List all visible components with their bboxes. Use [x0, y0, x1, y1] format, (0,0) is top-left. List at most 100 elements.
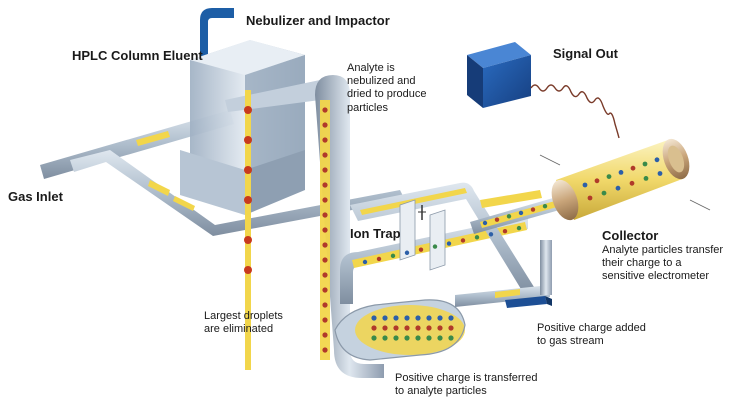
particle	[404, 250, 410, 255]
particle	[657, 171, 663, 176]
label-hplc: HPLC Column Eluent	[72, 48, 203, 63]
particle	[516, 225, 522, 231]
charged-particle	[404, 315, 410, 321]
charged-particle	[404, 335, 410, 341]
charged-particle	[382, 325, 388, 331]
signal-wire	[530, 84, 620, 139]
particle	[643, 176, 649, 181]
particle	[494, 217, 500, 222]
label-signal-out: Signal Out	[553, 46, 618, 61]
particle	[587, 195, 593, 201]
particle	[322, 287, 328, 293]
charged-particle	[371, 315, 377, 321]
label-positive-charge-transferred: Positive charge is transferred to analyt…	[395, 372, 538, 398]
particle	[654, 157, 660, 163]
charged-particle	[426, 325, 432, 331]
charged-particle	[415, 315, 421, 321]
signal-out-cube	[467, 42, 531, 108]
particle	[506, 214, 512, 219]
particle	[322, 212, 328, 218]
particle	[502, 229, 508, 234]
charged-particle	[437, 315, 443, 321]
particle	[322, 197, 328, 203]
charged-particle	[393, 335, 399, 341]
label-analyte-nebulized: Analyte is nebulized and dried to produc…	[347, 62, 427, 114]
charged-particle	[393, 325, 399, 331]
particle	[322, 152, 328, 158]
particle	[322, 167, 328, 173]
label-collector: Collector	[602, 228, 659, 243]
particle	[630, 165, 636, 171]
particle	[322, 257, 328, 263]
particle	[322, 182, 328, 188]
particle	[432, 244, 438, 249]
particle	[530, 207, 536, 212]
particle	[618, 170, 624, 175]
charged-particle	[371, 335, 377, 341]
charged-particle	[393, 315, 399, 321]
particle	[322, 332, 328, 338]
particle	[322, 242, 328, 248]
particle	[606, 174, 612, 180]
charged-particle	[448, 335, 454, 341]
droplet	[244, 236, 252, 244]
particle	[390, 253, 396, 259]
charged-particle	[415, 325, 421, 331]
particle	[642, 161, 648, 167]
collector-cylinder	[539, 138, 711, 221]
particle	[322, 347, 328, 353]
charged-particle	[382, 335, 388, 341]
charged-particle	[404, 325, 410, 331]
particle	[518, 210, 524, 216]
charged-particle	[448, 325, 454, 331]
particle	[322, 122, 328, 128]
charged-particle	[448, 315, 454, 321]
ion-trap-plates	[399, 199, 446, 271]
particle	[582, 182, 588, 188]
charging-chamber	[334, 299, 466, 361]
charged-particle	[437, 335, 443, 341]
particle	[418, 247, 424, 252]
droplet	[244, 106, 252, 114]
droplet	[244, 136, 252, 144]
particle	[376, 256, 382, 262]
charged-particle	[437, 325, 443, 331]
particle	[362, 259, 368, 265]
particle	[542, 204, 548, 209]
charged-particle	[426, 335, 432, 341]
label-largest-droplets: Largest droplets are eliminated	[204, 310, 283, 336]
particle	[615, 185, 621, 191]
charged-particle	[382, 315, 388, 321]
particle	[322, 317, 328, 323]
particle	[482, 220, 488, 226]
particle	[322, 272, 328, 278]
label-collector-desc: Analyte particles transfer their charge …	[602, 244, 724, 283]
label-nebulizer: Nebulizer and Impactor	[246, 13, 390, 28]
charged-particle	[415, 335, 421, 341]
nebulizer-impactor	[180, 8, 320, 370]
corona-needle	[505, 296, 552, 308]
particles	[244, 106, 663, 353]
particle	[629, 180, 635, 186]
particle	[488, 232, 494, 237]
droplet	[244, 266, 252, 274]
particle	[322, 137, 328, 143]
charged-particle	[371, 325, 377, 331]
particle	[446, 241, 452, 246]
label-positive-charge-added: Positive charge added to gas stream	[537, 322, 646, 348]
droplet	[244, 196, 252, 204]
droplet	[244, 166, 252, 174]
particle	[322, 227, 328, 233]
particle	[601, 190, 607, 196]
label-gas-inlet: Gas Inlet	[8, 189, 63, 204]
particle	[594, 178, 600, 184]
particle	[322, 107, 328, 113]
particle	[322, 302, 328, 308]
charged-particle	[426, 315, 432, 321]
label-ion-trap: Ion Trap	[350, 226, 401, 241]
particle	[474, 235, 480, 240]
ion-trap-loop	[340, 182, 563, 307]
particle	[460, 238, 466, 243]
